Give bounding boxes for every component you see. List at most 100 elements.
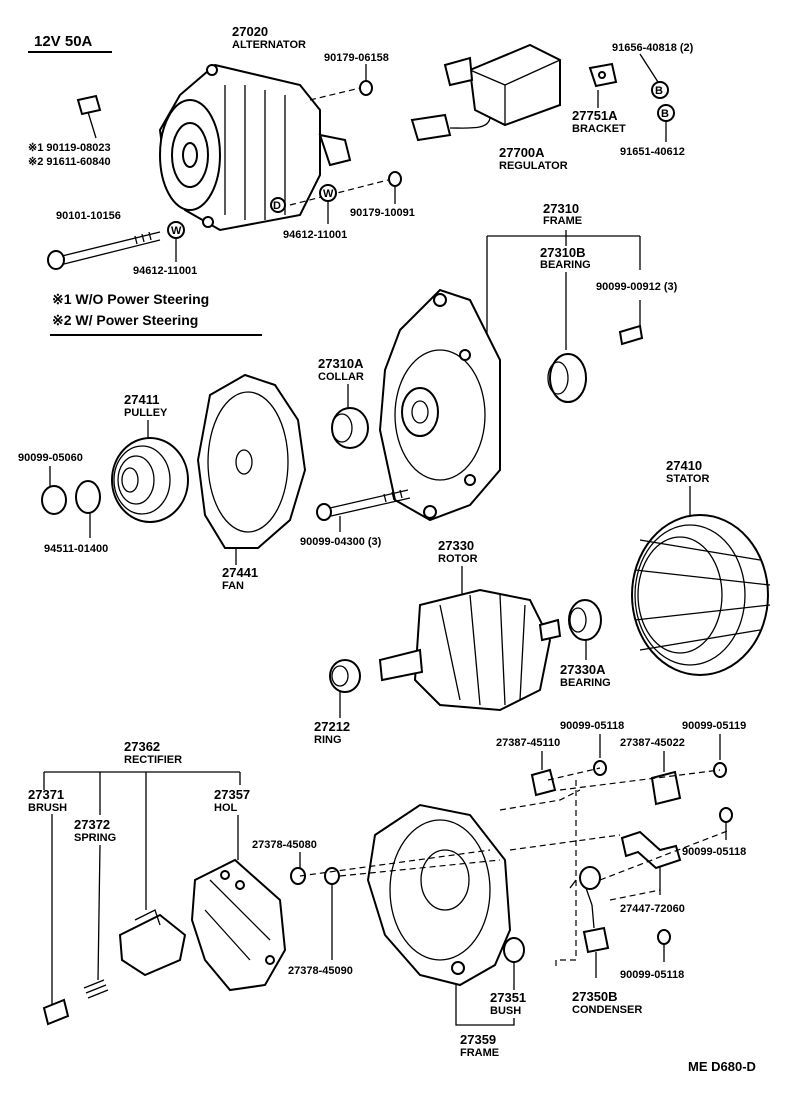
alternator-name: ALTERNATOR	[232, 39, 306, 51]
stator-name: STATOR	[666, 473, 709, 485]
pulley-drawing	[111, 437, 189, 523]
brush-name: BRUSH	[28, 802, 67, 814]
insulator-27387-45110-code: 27387-45110	[496, 737, 560, 749]
frame-front-drawing	[378, 288, 501, 522]
nut-90179-10091-code: 90179-10091	[350, 207, 415, 219]
regulator-drawing	[410, 43, 561, 142]
spec-label: 12V 50A	[34, 33, 93, 50]
rectifier-bracket-line	[43, 771, 241, 910]
long-bolt-code: 90101-10156	[56, 210, 121, 222]
washer-marker-b-label: W	[323, 188, 334, 200]
nut-90099-05118-b-drawing	[719, 807, 733, 823]
bolt-90119-08023-code: ※1 90119-08023	[28, 142, 111, 154]
nut-90099-05118-c-code: 90099-05118	[620, 969, 684, 981]
rotor-drawing	[378, 588, 562, 712]
through-bolt-code: 90099-04300 (3)	[300, 536, 382, 548]
fan-number: 27441	[222, 565, 258, 580]
nut-90099-05118-c-drawing	[657, 929, 671, 945]
spring-number: 27372	[74, 817, 110, 832]
brush-drawing	[42, 998, 70, 1026]
nut-90099-05119-code: 90099-05119	[682, 720, 746, 732]
frame-front-number: 27310	[543, 201, 579, 216]
frame-rear-drawing	[366, 803, 512, 987]
nut-90179-06158-code: 90179-06158	[324, 52, 389, 64]
screw-90099-00912-drawing	[618, 324, 644, 346]
nut-90099-05118-b-code: 90099-05118	[682, 846, 746, 858]
collar-name: COLLAR	[318, 371, 364, 383]
condenser-number: 27350B	[572, 989, 618, 1004]
bracket-drawing	[588, 62, 618, 88]
insulator-27378-45080-code: 27378-45080	[252, 839, 317, 851]
bush-name: BUSH	[490, 1005, 521, 1017]
regulator-name: REGULATOR	[499, 160, 568, 172]
frame-front-name: FRAME	[543, 215, 582, 227]
diagram-code: ME D680-D	[688, 1059, 756, 1074]
nut-90179-06158-drawing	[359, 80, 373, 96]
condenser-drawing	[569, 866, 610, 954]
screw-90099-00912-code: 90099-00912 (3)	[596, 281, 678, 293]
bush-number: 27351	[490, 990, 526, 1005]
holder-number: 27357	[214, 787, 250, 802]
rotor-name: ROTOR	[438, 553, 478, 565]
washer-94511-01400-drawing	[75, 480, 101, 514]
brush-holder-drawing	[118, 909, 187, 977]
regulator-number: 27700A	[499, 145, 545, 160]
insulator-27387-45110-drawing	[530, 768, 557, 797]
collar-drawing	[331, 407, 369, 449]
washer-94612-b-code: 94612-11001	[283, 229, 347, 241]
ring-drawing	[329, 659, 361, 693]
ring-number: 27212	[314, 719, 350, 734]
washer-94612-a-code: 94612-11001	[133, 265, 197, 277]
frame-front-bracket-line	[486, 235, 641, 340]
bolt-marker-b-label: B	[661, 108, 669, 120]
nut-marker	[270, 197, 286, 213]
condenser-name: CONDENSER	[572, 1004, 642, 1016]
insulator-27378-45080-drawing	[290, 867, 306, 885]
bearing-rear-drawing	[568, 599, 602, 641]
note-with-power-steering: ※2 W/ Power Steering	[52, 312, 198, 328]
bearing-rear-number: 27330A	[560, 662, 606, 677]
fan-drawing	[196, 373, 307, 549]
bolt-91651-40612-code: 91651-40612	[620, 146, 685, 158]
pulley-name: PULLEY	[124, 407, 168, 419]
washer-94511-01400-code: 94511-01400	[44, 543, 108, 555]
stator-drawing	[631, 514, 771, 676]
collar-number: 27310A	[318, 356, 364, 371]
bracket-name: BRACKET	[572, 123, 626, 135]
alternator-bolt-drawing	[76, 94, 102, 139]
nut-90099-05060-code: 90099-05060	[18, 452, 83, 464]
bush-drawing	[503, 937, 525, 963]
insulator-27378-45090-drawing	[324, 867, 340, 885]
nut-marker-label: D	[273, 200, 281, 212]
rotor-number: 27330	[438, 538, 474, 553]
frame-rear-number: 27359	[460, 1032, 496, 1047]
bolt-marker-a	[651, 81, 669, 99]
nut-90179-10091-drawing	[388, 171, 402, 187]
bolt-91656-40818-code: 91656-40818 (2)	[612, 42, 694, 54]
insulator-27378-45090-code: 27378-45090	[288, 965, 353, 977]
bracket-number: 27751A	[572, 108, 618, 123]
fan-name: FAN	[222, 580, 244, 592]
rectifier-number: 27362	[124, 739, 160, 754]
nut-90099-05060-drawing	[41, 485, 67, 515]
plate-27447-72060-drawing	[620, 830, 682, 870]
bearing-front-drawing	[547, 353, 587, 403]
spring-name: SPRING	[74, 832, 116, 844]
insulator-27387-45022-drawing	[650, 770, 682, 806]
nut-90099-05118-a-code: 90099-05118	[560, 720, 624, 732]
washer-marker-a-label: W	[171, 225, 182, 237]
note-without-power-steering: ※1 W/O Power Steering	[52, 291, 209, 307]
insulator-27387-45022-code: 27387-45022	[620, 737, 685, 749]
bearing-rear-name: BEARING	[560, 677, 611, 689]
bolt-91611-60840-code: ※2 91611-60840	[28, 156, 111, 168]
ring-name: RING	[314, 734, 342, 746]
alternator-number: 27020	[232, 24, 268, 39]
rectifier-drawing	[190, 858, 287, 992]
bearing-front-name: BEARING	[540, 259, 591, 271]
bolt-marker-a-label: B	[655, 85, 663, 97]
bearing-front-number: 27310B	[540, 245, 586, 260]
long-bolt-drawing	[47, 231, 161, 270]
pulley-number: 27411	[124, 392, 159, 407]
frame-rear-name: FRAME	[460, 1047, 499, 1059]
